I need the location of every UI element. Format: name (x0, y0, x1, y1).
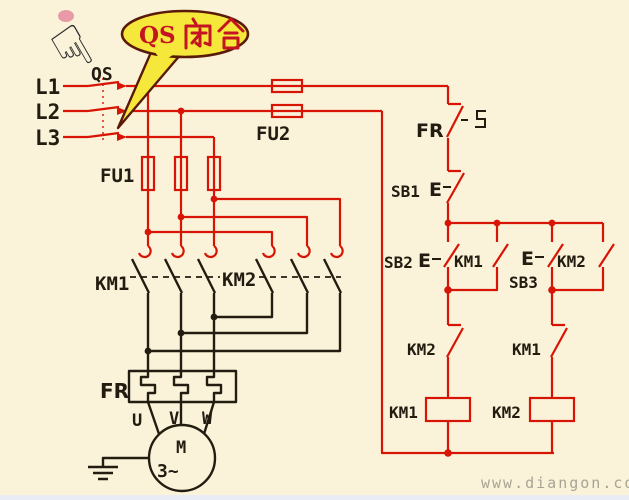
km2-interlock-contact (446, 290, 464, 398)
fu1-fuses (140, 155, 222, 192)
bottom-edge-strip (0, 495, 629, 500)
terminal-w-label: W (202, 409, 213, 429)
phase-l2-label: L2 (35, 100, 60, 124)
control-rail (380, 111, 554, 455)
callout-tail (116, 48, 183, 130)
km1-interlock-label: KM1 (512, 340, 541, 359)
km2-sealin-label: KM2 (557, 252, 586, 271)
fu1-label: FU1 (100, 165, 134, 187)
km1-coil (424, 396, 472, 423)
km2-sealin-contact (552, 223, 615, 292)
fr-contact-label: FR (416, 120, 444, 142)
km1-interlock-contact (550, 290, 568, 398)
fu2-fuses (270, 78, 304, 119)
main-contact-blades (130, 258, 343, 294)
fr-heater-box (127, 369, 238, 404)
terminal-v-label: V (169, 409, 179, 429)
fr-nc-contact (446, 86, 464, 171)
fr-thermal-hook-icon (461, 110, 486, 128)
motor-lead-wires (146, 401, 216, 435)
power-junction-dots-black (144, 313, 218, 355)
km2-feed-wires (148, 197, 342, 246)
km2-main-label: KM2 (222, 269, 256, 291)
sb1-nc-contact (446, 169, 465, 223)
power-circuit: L1 L2 L3 QS FU1 FU2 KM1 KM2 FR U V W M 3… (35, 64, 448, 493)
phase-l1-label: L1 (35, 75, 60, 99)
km2-coil (528, 396, 576, 423)
watermark-text: www.diangon.com (481, 474, 629, 492)
control-junction-dots (444, 219, 556, 457)
motor-phase-text: 3~ (157, 461, 179, 482)
sb2-label: SB2 (384, 253, 413, 272)
phase-l3-label: L3 (35, 126, 60, 150)
sb2-actuator-symbol: E (418, 250, 431, 272)
callout-bubble: QS 闭合 QS (116, 9, 250, 130)
phase-swap-tie-wires (148, 293, 342, 353)
control-circuit: FR SB1 E SB2 E KM1 E SB3 KM2 KM2 KM1 KM1… (380, 86, 615, 457)
callout-text-latin: QS (139, 22, 176, 49)
motor-letter: M (176, 438, 186, 458)
sb1-actuator-symbol: E (429, 179, 442, 201)
km1-sealin-label: KM1 (454, 252, 483, 271)
sb1-label: SB1 (391, 182, 420, 201)
callout-hanzi-glyphs (184, 17, 245, 50)
qs-switch-label: QS (91, 64, 113, 85)
km1-main-label: KM1 (95, 273, 129, 295)
fr-heater-elements (139, 371, 223, 402)
main-contact-hooks (137, 245, 344, 259)
ground-symbol (88, 456, 149, 481)
qs-switch-jaws (117, 82, 127, 141)
sb3-label: SB3 (509, 273, 538, 292)
terminal-u-label: U (132, 411, 142, 431)
km1-coil-label: KM1 (389, 403, 418, 422)
km2-coil-label: KM2 (492, 403, 521, 422)
sb3-actuator-symbol: E (521, 248, 534, 270)
hand-cursor-nail (58, 10, 74, 22)
callout-seam-patch (150, 45, 182, 62)
fr-heater-label: FR (100, 379, 129, 403)
fu2-label: FU2 (256, 123, 290, 145)
km2-interlock-label: KM2 (407, 340, 436, 359)
phase-column-wires (146, 86, 216, 246)
